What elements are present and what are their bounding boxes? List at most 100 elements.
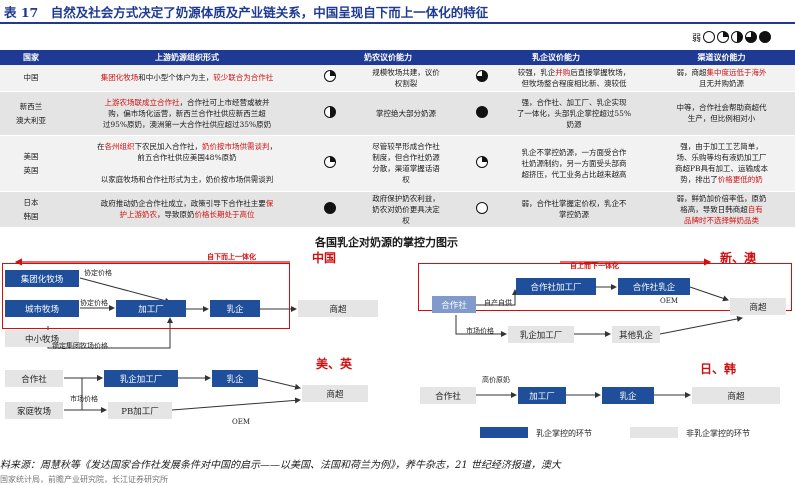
- legend-grey-swatch: [630, 427, 678, 438]
- cell-text: 弱，商超: [676, 67, 707, 77]
- cell-text: 社奶源制约，另一方面受头部商: [521, 158, 627, 168]
- legend-blue-swatch: [480, 427, 528, 438]
- nzau-coop-dairy: 合作社乳企: [618, 278, 690, 295]
- usuk-dairy: 乳企: [212, 370, 258, 387]
- china-region-label: 中国: [312, 251, 337, 265]
- col-header: 乳企议价能力: [464, 50, 648, 65]
- nzau-dairy-plant: 乳企加工厂: [508, 326, 574, 343]
- legend-grey-label: 非乳企掌控的环节: [686, 429, 750, 438]
- cell-text: 较少联合为合作社: [213, 73, 274, 83]
- cell-text: 了一体化，头部乳企掌控超过55%: [516, 108, 632, 118]
- nzau-other-dairy: 其他乳企: [612, 326, 660, 343]
- nzau-coop-plant: 合作社加工厂: [516, 278, 596, 295]
- country-name: 美国: [23, 151, 39, 161]
- china-plant: 加工厂: [116, 300, 186, 317]
- cell-text: 和中小型个体户为主，: [138, 73, 214, 83]
- col-header: 国家: [0, 50, 62, 65]
- table-row: 美国英国在各州组织下农民加入合作社，奶价按市场供需谈判，前五合作社供应美国48%…: [0, 135, 795, 192]
- country-name: 澳大利亚: [16, 115, 46, 125]
- jpkr-high-price: 高价原奶: [482, 376, 510, 384]
- cell-text: 护上游奶农: [119, 210, 158, 219]
- cell-text: 下农民加入合作社，: [134, 142, 203, 151]
- cell-text: 商超PB具有加工、运输成本: [674, 164, 769, 173]
- strength-pie-icon: [476, 201, 488, 214]
- legend-blue-label: 乳企掌控的环节: [536, 429, 592, 438]
- country-name: 英国: [23, 165, 39, 175]
- china-lock-price: 锁定集团牧场价格: [52, 342, 108, 350]
- cell-text: 权: [402, 215, 410, 225]
- cell-text: 分散，渠道掌握话语: [372, 164, 440, 173]
- cell-text: 在: [97, 142, 105, 151]
- cell-text: 价格更低的奶: [717, 175, 763, 184]
- cell-text: 超挤压，代工业务占比越来越高: [521, 169, 627, 179]
- strength-pie-icon: [476, 70, 488, 83]
- china-market: 商超: [298, 300, 378, 317]
- nzau-coop: 合作社: [432, 296, 476, 313]
- cell-text: 并购: [555, 67, 571, 77]
- cell-text: 掌控奶源: [559, 210, 589, 219]
- nzau-region-label: 新、澳: [720, 251, 757, 265]
- title-rule: [0, 22, 795, 24]
- china-agree-price-2: 协定价格: [80, 299, 108, 307]
- col-header: 奶农议价能力: [312, 50, 464, 65]
- china-flow-label: 自下而上一体化: [207, 252, 256, 261]
- cell-text: 后直接掌握牧场，: [570, 67, 631, 77]
- cell-text: 品牌时不选择鲜奶品类: [684, 215, 759, 225]
- cell-text: 格高，导致日韩商超: [680, 204, 748, 214]
- cell-text: 制度，但合作社奶源: [372, 153, 440, 162]
- cell-text: 乳企不掌控奶源，一方面受合作: [521, 147, 627, 157]
- strength-pie-icon: [703, 31, 716, 43]
- cell-text: 势，排出了: [680, 175, 718, 184]
- comparison-table: 国家上游奶源组织形式奶农议价能力乳企议价能力渠道议价能力 中国集团化牧场和中小型…: [0, 50, 795, 228]
- strength-pie-icon: [324, 70, 336, 83]
- strength-pie-icon: [324, 155, 336, 168]
- cell-text: 奶源: [566, 119, 582, 129]
- cell-text: 集中度远低于海外: [706, 67, 767, 77]
- cell-text: 且无并购奶源: [699, 78, 744, 88]
- strength-pie-icon: [324, 105, 336, 118]
- usuk-pb-plant: PB加工厂: [108, 402, 172, 419]
- usuk-market: 商超: [302, 385, 368, 402]
- nzau-market-price: 市场价格: [466, 327, 494, 335]
- nzau-market: 商超: [730, 298, 786, 315]
- nzau-self-supply: 自产自供: [484, 299, 512, 307]
- table-row: 日本韩国政府推动奶企合作社成立，政策引导下合作社主要保护上游奶农，导致原奶价格长…: [0, 191, 795, 228]
- cell-text: 掌控绝大部分奶源: [376, 108, 436, 118]
- cell-text: 权割裂: [394, 78, 418, 88]
- table-title: 表 17 自然及社会方式决定了奶源体质及产业链关系，中国呈现自下而上一体化的特征: [4, 5, 489, 20]
- usuk-dairy-plant: 乳企加工厂: [104, 370, 178, 387]
- usuk-coop: 合作社: [5, 370, 63, 387]
- nzau-frame: [418, 263, 792, 311]
- cell-text: 自有: [747, 204, 763, 214]
- china-dairy: 乳企: [210, 300, 260, 317]
- cell-text: 过95%原奶，澳洲第一大合作社供应超过35%原奶: [102, 119, 272, 129]
- jpkr-plant: 加工厂: [518, 387, 566, 404]
- china-city-farm: 城市牧场: [5, 300, 79, 317]
- cell-text: 政府推动奶企合作社成立，政策引导下合作社主要: [100, 199, 266, 208]
- cell-text: 生产，但比例相对小: [687, 114, 756, 123]
- cell-text: 购，偏市场化运营，新西兰合作社供应新西兰超: [108, 108, 266, 118]
- table-row: 中国集团化牧场和中小型个体户为主，较少联合为合作社规模牧场共建，议价权割裂较强，…: [0, 65, 795, 92]
- usuk-family-farm: 家庭牧场: [5, 402, 63, 419]
- cell-text: 强，由于加工工艺简单，: [680, 142, 763, 151]
- china-small-farm: 中小牧场: [5, 330, 79, 347]
- usuk-region-label: 美、英: [316, 357, 353, 371]
- col-header: 渠道议价能力: [648, 50, 795, 65]
- cell-text: 弱，鲜奶加价倍率低，原奶: [676, 193, 767, 203]
- cell-text: ，导致原奶: [157, 210, 195, 219]
- cell-text: 政府保护奶农利益，: [372, 193, 440, 203]
- nzau-flow-label: 自上而下一体化: [570, 261, 619, 270]
- strength-pie-icon: [324, 201, 336, 214]
- strength-pie-icon: [731, 31, 744, 43]
- nzau-oem: OEM: [660, 297, 679, 305]
- usuk-market-price: 市场价格: [70, 395, 98, 403]
- cell-text: 以家庭牧场和合作社形式为主，奶价按市场供需谈判: [100, 175, 274, 184]
- source-note: 料来源：周慧秋等《发达国家合作社发展条件对中国的启示——以美国、法国和荷兰为例》…: [0, 460, 561, 471]
- cell-text: 但牧场整合程度相比新、澳较低: [521, 78, 627, 88]
- country-name: 日本: [23, 197, 39, 207]
- strength-pie-icon: [717, 31, 730, 43]
- usuk-oem: OEM: [232, 418, 251, 426]
- diagram-title: 各国乳企对奶源的掌控力图示: [315, 236, 458, 249]
- china-frame: [2, 263, 290, 329]
- country-name: 韩国: [23, 211, 39, 221]
